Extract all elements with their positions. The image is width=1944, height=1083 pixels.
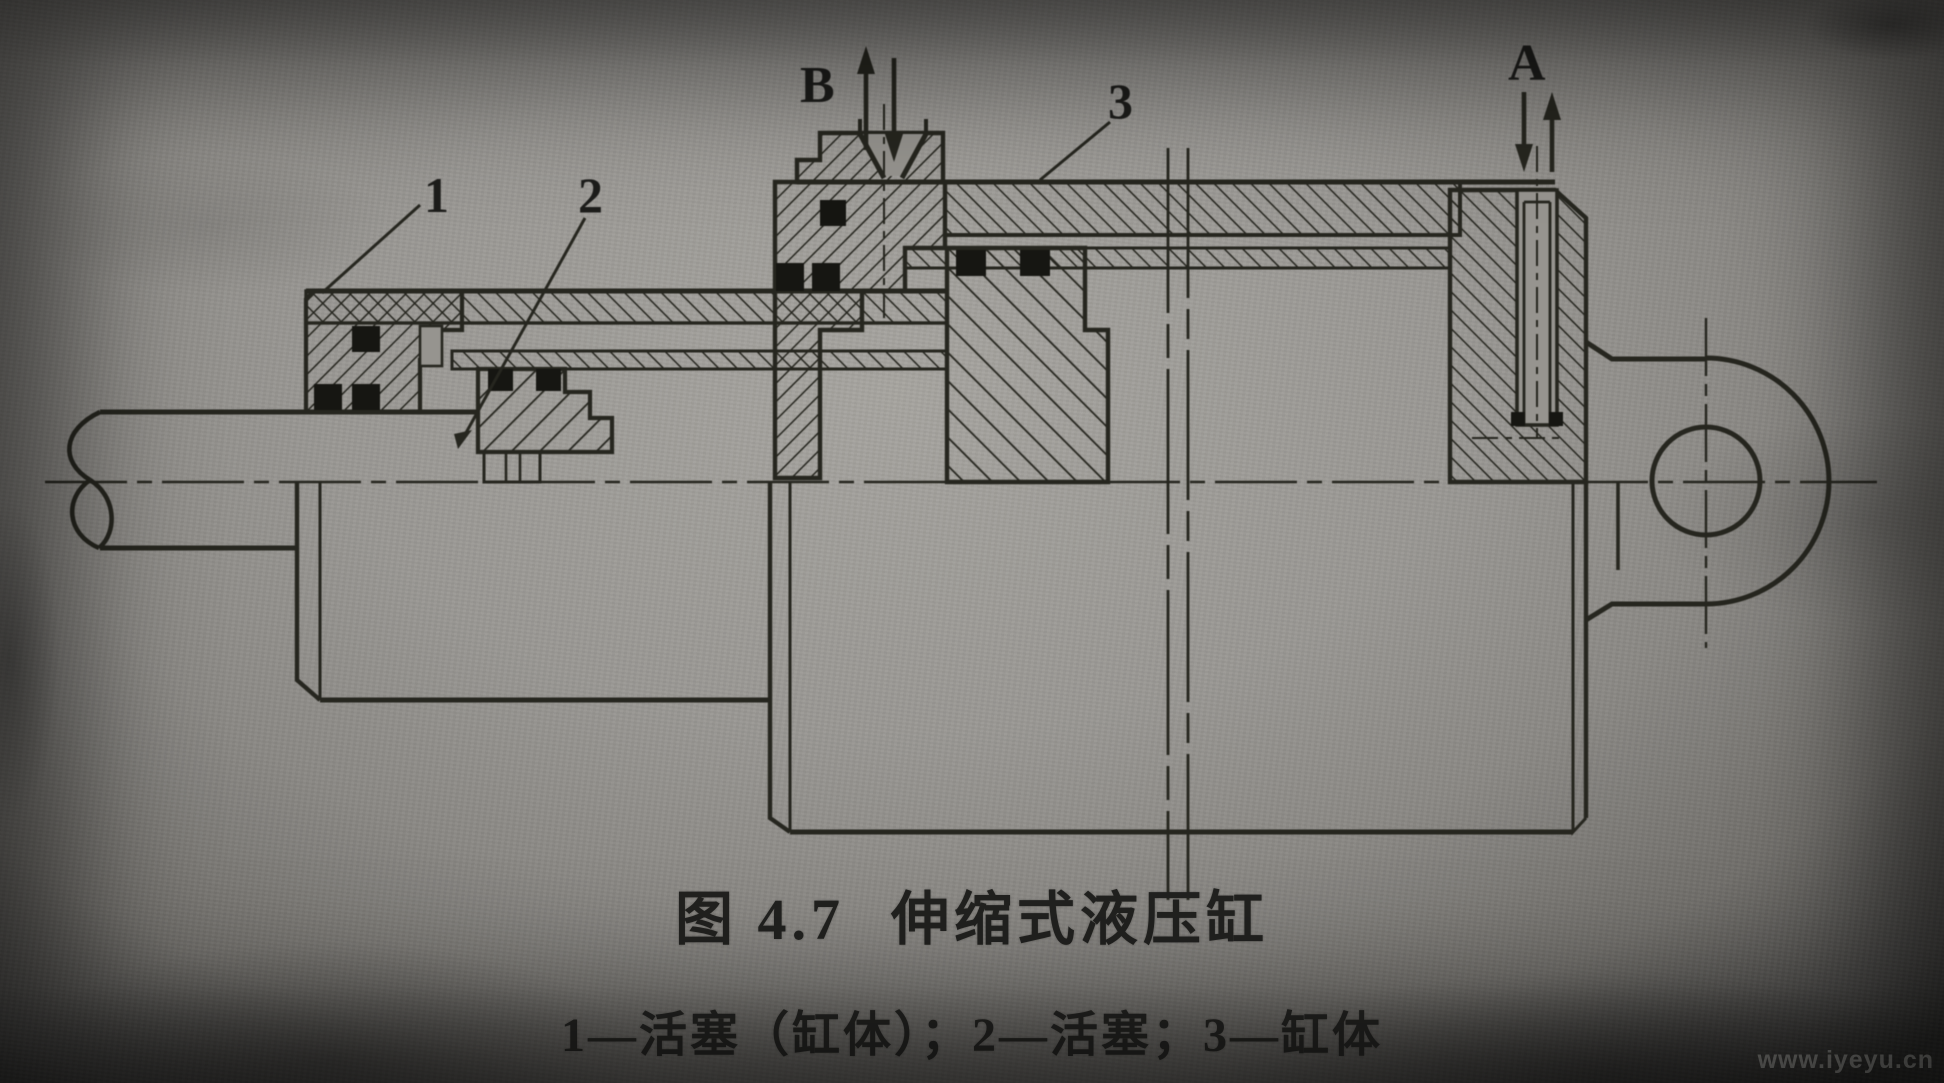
outside-view-lower-half <box>294 482 1589 836</box>
up-arrow-icon <box>1543 92 1561 120</box>
port-b-arrows <box>857 46 903 162</box>
leader-part-2-arrowhead <box>454 430 472 449</box>
callout-leaders <box>320 120 1111 449</box>
part-3-label: 3 <box>1108 73 1133 129</box>
figure-number: 图 4.7 <box>674 887 845 952</box>
end-cap-section <box>1447 146 1589 485</box>
part-2-label: 2 <box>578 167 603 223</box>
stage2-piston-section <box>450 349 949 484</box>
port-b-label: B <box>800 57 835 114</box>
break-lines <box>1166 148 1190 900</box>
rod-break-symbol <box>67 409 114 551</box>
down-arrow-icon <box>1515 144 1533 172</box>
stage1-piston-head-section <box>944 245 1111 485</box>
leader-part-2 <box>460 217 587 441</box>
down-arrow-icon <box>885 134 903 162</box>
port-a-label: A <box>1508 35 1546 92</box>
port-a-arrows <box>1515 92 1561 172</box>
up-arrow-icon <box>857 46 875 74</box>
leader-part-3 <box>1039 120 1111 182</box>
figure-legend: 1—活塞（缸体）；2—活塞；3—缸体 <box>560 1009 1383 1062</box>
figure-title: 伸缩式液压缸 <box>891 887 1270 952</box>
leader-part-1 <box>320 203 422 295</box>
figure-caption: 图 4.7 伸缩式液压缸 <box>0 872 1944 956</box>
clevis-eye <box>1584 318 1832 648</box>
watermark: www.iyeyu.cn <box>1757 1046 1934 1074</box>
part-1-label: 1 <box>424 167 449 223</box>
